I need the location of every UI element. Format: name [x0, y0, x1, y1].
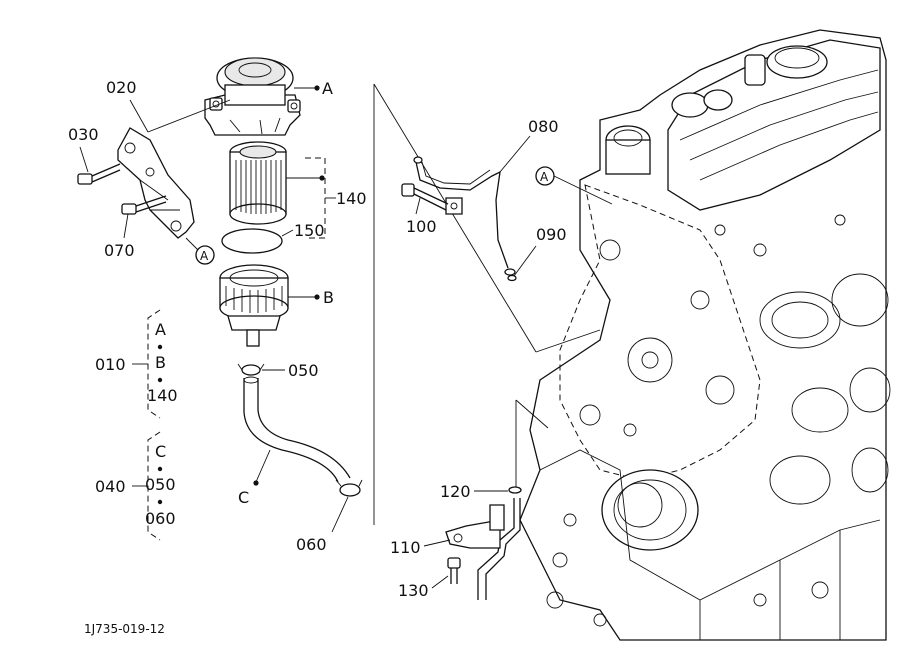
group-040-item-c: C	[155, 442, 166, 461]
part-label-080: 080	[528, 117, 559, 136]
leader-030	[79, 146, 89, 173]
leader-060	[331, 496, 349, 533]
group-040-item-060: 060	[145, 509, 176, 528]
leader-circle-a-left	[185, 237, 199, 251]
fuel-hose-c	[243, 376, 351, 483]
part-label-050: 050	[288, 361, 319, 380]
ref-dot-c	[253, 480, 259, 486]
part-label-140: 140	[336, 189, 367, 208]
filter-bowl	[219, 264, 289, 347]
divider-lines	[373, 83, 601, 525]
part-label-070: 070	[104, 241, 135, 260]
ref-circle-a-left	[195, 245, 215, 265]
leader-110	[423, 539, 451, 547]
part-label-020: 020	[106, 78, 137, 97]
dot-140	[319, 175, 325, 181]
filter-element-140	[229, 141, 287, 225]
gasket-120	[508, 486, 522, 494]
ref-label-a: A	[322, 79, 333, 98]
leader-150	[281, 229, 294, 237]
group-010-item-140: 140	[147, 386, 178, 405]
part-label-110: 110	[390, 538, 421, 557]
part-label-090: 090	[536, 225, 567, 244]
leader-070	[123, 213, 129, 239]
ref-circle-a-left-label: A	[200, 249, 209, 263]
bracket-020	[117, 127, 195, 239]
pipe-110	[445, 498, 521, 600]
ref-dot-a	[314, 85, 320, 91]
leader-100	[415, 197, 421, 215]
clamp-050	[237, 363, 265, 376]
part-label-100: 100	[406, 217, 437, 236]
fuel-filter-head	[204, 57, 301, 136]
leader-090	[513, 245, 537, 277]
group-010-code: 010	[95, 355, 126, 374]
bolt-130	[447, 557, 461, 584]
leader-130	[431, 575, 449, 589]
group-010: 010 A B 140	[95, 309, 178, 419]
bolt-100	[401, 183, 449, 211]
bolt-030	[77, 163, 121, 185]
part-label-150: 150	[294, 221, 325, 240]
drawing-id: 1J735-019-12	[84, 622, 165, 636]
part-label-030: 030	[68, 125, 99, 144]
engine-block-illustration	[519, 29, 891, 641]
part-label-120: 120	[440, 482, 471, 501]
group-010-item-a: A	[155, 320, 166, 339]
group-010-item-b: B	[155, 353, 166, 372]
return-pipe-080	[413, 156, 516, 276]
leader-circle-a-right	[553, 175, 613, 205]
leader-020	[129, 99, 149, 133]
part-label-130: 130	[398, 581, 429, 600]
bolt-070	[121, 195, 167, 215]
ref-dot-b	[314, 294, 320, 300]
part-label-060: 060	[296, 535, 327, 554]
ref-label-c: C	[238, 488, 249, 507]
gasket-090	[507, 274, 517, 282]
group-040-code: 040	[95, 477, 126, 496]
leader-020-head	[147, 99, 231, 133]
leader-080	[499, 135, 531, 173]
clamp-060	[335, 479, 363, 497]
o-ring-150	[221, 228, 283, 254]
ref-label-b: B	[323, 288, 334, 307]
leader-c	[255, 449, 271, 483]
ref-circle-a-right-label: A	[540, 170, 549, 184]
group-040: 040 C 050 060	[95, 431, 176, 541]
group-040-item-050: 050	[145, 475, 176, 494]
